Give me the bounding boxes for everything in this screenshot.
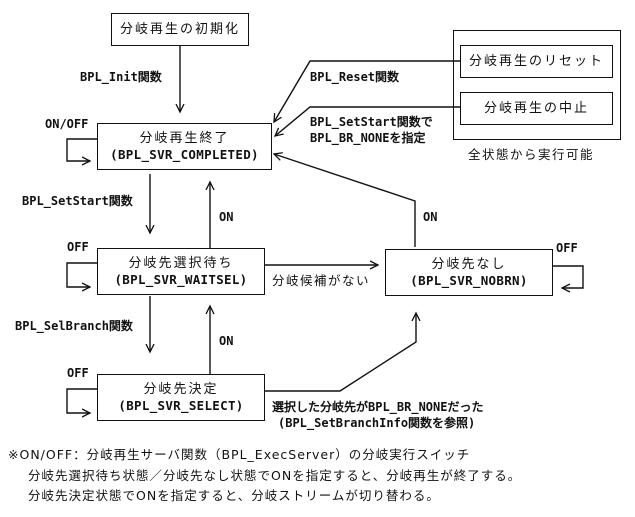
state-completed-title: 分岐再生終了 — [139, 130, 230, 146]
action-abort-label: 分岐再生の中止 — [483, 100, 589, 116]
label-init: BPL_Init関数 — [80, 70, 162, 84]
state-waitsel-code: (BPL_SVR_WAITSEL) — [114, 271, 248, 287]
label-nobrn-off: OFF — [556, 241, 578, 255]
note-select-on: 分岐先決定状態でONを指定すると、分岐ストリームが切り替わる。 — [28, 488, 440, 503]
state-nobrn-title: 分岐先なし — [431, 256, 507, 272]
global-actions-group — [453, 30, 621, 140]
note-waitsel-nobrn-on: 分岐先選択待ち状態／分岐先なし状態でONを指定すると、分岐再生が終了する。 — [28, 468, 522, 483]
label-reset: BPL_Reset関数 — [310, 70, 400, 84]
state-waitsel: 分岐先選択待ち (BPL_SVR_WAITSEL) — [97, 248, 265, 295]
label-waitsel-on: ON — [219, 210, 234, 224]
action-reset-label: 分岐再生のリセット — [468, 53, 604, 69]
label-waitsel-off: OFF — [67, 240, 89, 254]
state-select: 分岐先決定 (BPL_SVR_SELECT) — [97, 374, 265, 421]
state-nobrn-code: (BPL_SVR_NOBRN) — [410, 272, 528, 288]
arrow-abort — [275, 106, 460, 136]
state-nobrn: 分岐先なし (BPL_SVR_NOBRN) — [385, 249, 553, 296]
state-init: 分岐再生の初期化 — [111, 13, 249, 46]
label-selected-none-1: 選択した分岐先がBPL_BR_NONEだった — [272, 400, 484, 414]
state-select-title: 分岐先決定 — [143, 381, 219, 397]
state-init-title: 分岐再生の初期化 — [119, 21, 240, 37]
arrow-nobrn-on — [274, 154, 416, 247]
label-selected-none-2: (BPL_SetBranchInfo関数を参照) — [278, 416, 476, 430]
label-select-off: OFF — [67, 366, 89, 380]
state-completed: 分岐再生終了 (BPL_SVR_COMPLETED) — [97, 123, 272, 170]
action-abort: 分岐再生の中止 — [460, 92, 613, 125]
state-select-code: (BPL_SVR_SELECT) — [118, 397, 244, 413]
loop-waitsel — [66, 262, 97, 287]
loop-select — [66, 388, 97, 413]
loop-nobrn — [553, 265, 584, 288]
label-select-on: ON — [219, 334, 234, 348]
label-nobrn-on: ON — [423, 210, 438, 224]
label-no-candidate: 分岐候補がない — [272, 273, 371, 288]
loop-completed — [66, 138, 97, 161]
arrow-reset — [274, 60, 460, 122]
label-setstart-none-2: BPL_BR_NONEを指定 — [310, 131, 426, 145]
state-waitsel-title: 分岐先選択待ち — [128, 255, 234, 271]
label-selbranch: BPL_SelBranch関数 — [15, 319, 133, 333]
arrow-select-none — [265, 313, 416, 392]
global-actions-caption: 全状態から実行可能 — [468, 147, 595, 162]
label-onoff: ON/OFF — [45, 117, 89, 131]
label-setstart: BPL_SetStart関数 — [22, 194, 133, 208]
state-completed-code: (BPL_SVR_COMPLETED) — [110, 146, 259, 162]
label-setstart-none-1: BPL_SetStart関数で — [310, 115, 433, 129]
note-onoff-definition: ※ON/OFF：分岐再生サーバ関数（BPL_ExecServer）の分岐実行スイ… — [8, 447, 471, 462]
action-reset: 分岐再生のリセット — [460, 45, 613, 78]
